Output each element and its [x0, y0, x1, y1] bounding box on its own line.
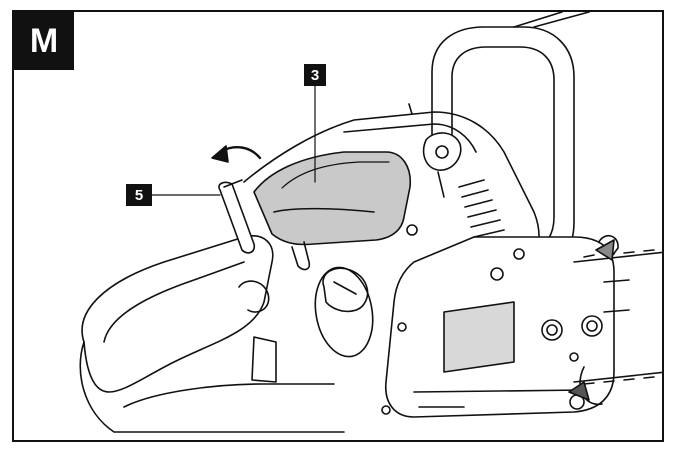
cover-latch: [218, 181, 256, 254]
figure-frame: M 3 5: [12, 10, 664, 442]
callout-5: 5: [126, 184, 152, 206]
rear-handle: [81, 235, 274, 393]
rear-handle-inner: [103, 261, 245, 343]
callout-3: 3: [304, 64, 326, 86]
air-filter-cover: [253, 151, 411, 246]
chainsaw-illustration: [79, 12, 662, 433]
guide-bar: [573, 251, 662, 383]
bar-nut-right: [581, 315, 603, 337]
fuel-cap: [322, 267, 369, 313]
panel-label: M: [14, 12, 74, 70]
handle-bottom: [79, 341, 345, 433]
bar-nut-left: [541, 319, 563, 341]
